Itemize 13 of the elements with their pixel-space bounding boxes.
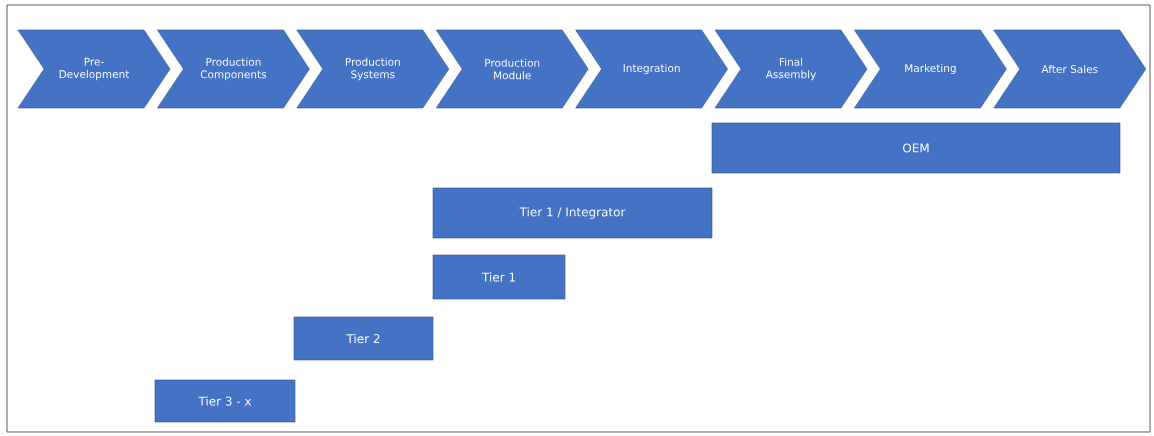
- process-step: Marketing: [854, 29, 1007, 109]
- tier-bar: Tier 1: [432, 254, 566, 300]
- process-step: After Sales: [993, 29, 1147, 109]
- tier-bar: Tier 2: [293, 316, 434, 361]
- process-step: Pre-Development: [17, 29, 171, 109]
- tier-bar: Tier 3 - x: [154, 379, 296, 423]
- process-step: Production Module: [435, 29, 589, 109]
- process-step: Final Assembly: [714, 29, 868, 109]
- tier-bar: OEM: [711, 122, 1121, 174]
- tier-bar: Tier 1 / Integrator: [432, 187, 713, 239]
- process-step: Integration: [575, 29, 728, 109]
- process-step: Production Components: [157, 29, 310, 109]
- process-step: Production Systems: [296, 29, 450, 109]
